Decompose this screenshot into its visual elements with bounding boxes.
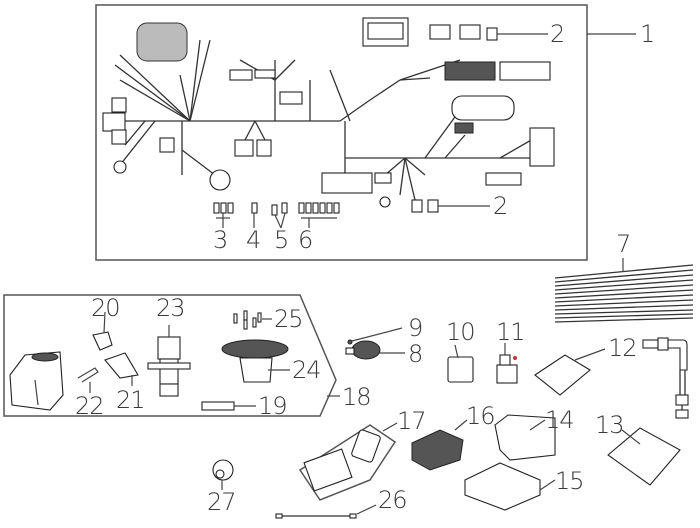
switch-knob[interactable] — [92, 311, 113, 351]
ecu[interactable] — [607, 427, 681, 486]
horn[interactable] — [345, 340, 405, 360]
callout-6: 6 — [298, 226, 313, 254]
relay-block[interactable] — [447, 344, 474, 383]
callout-2-lower: 2 — [493, 192, 508, 220]
callout-20: 20 — [91, 294, 121, 322]
callout-17: 17 — [397, 407, 427, 435]
callout-22: 22 — [75, 392, 105, 420]
callout-24: 24 — [292, 356, 322, 384]
horn-bolt[interactable] — [347, 327, 403, 345]
callout-9: 9 — [408, 314, 423, 342]
connector-single[interactable] — [251, 202, 258, 228]
callout-7: 7 — [616, 230, 631, 258]
switch-assembly-frame — [3, 294, 337, 417]
callout-5: 5 — [274, 226, 289, 254]
main-wiring-harness[interactable] — [110, 39, 541, 201]
switch-contact[interactable] — [104, 352, 139, 386]
relay-lower[interactable] — [427, 199, 439, 213]
fuse-box[interactable] — [298, 422, 398, 501]
switch-cover[interactable] — [9, 351, 64, 411]
regulator-rectifier[interactable] — [411, 419, 468, 471]
relay-upper[interactable] — [486, 27, 498, 41]
callout-14: 14 — [545, 406, 575, 434]
callout-21: 21 — [116, 386, 146, 414]
callout-8: 8 — [408, 340, 423, 368]
switch-housing[interactable] — [221, 339, 290, 383]
switch-bracket[interactable] — [201, 401, 256, 411]
callout-4: 4 — [246, 226, 261, 254]
callout-13: 13 — [595, 411, 625, 439]
switch-body[interactable] — [147, 325, 191, 397]
ground-cable[interactable] — [275, 504, 377, 519]
callout-25: 25 — [274, 305, 304, 333]
connector-set-6[interactable] — [298, 202, 340, 228]
callout-3: 3 — [213, 226, 228, 254]
callout-1: 1 — [640, 20, 655, 48]
callout-27: 27 — [207, 488, 237, 516]
callout-12: 12 — [608, 334, 638, 362]
spark-plug-lead[interactable] — [642, 337, 689, 419]
callout-16: 16 — [466, 402, 496, 430]
callout-2-upper: 2 — [550, 20, 565, 48]
callout-10: 10 — [446, 318, 476, 346]
connector-set-2[interactable] — [271, 202, 288, 229]
callout-18: 18 — [342, 383, 372, 411]
callout-19: 19 — [258, 392, 288, 420]
callout-15: 15 — [555, 467, 585, 495]
wire-bundle[interactable] — [554, 264, 694, 323]
resistor-cap[interactable] — [212, 459, 234, 490]
connector-set-3[interactable] — [213, 202, 234, 228]
harness-connectors — [102, 17, 555, 213]
starter-relay[interactable] — [496, 343, 518, 384]
harness-frame — [95, 4, 588, 261]
cdi-unit[interactable] — [534, 348, 606, 396]
callout-11: 11 — [496, 318, 526, 346]
battery-tray[interactable] — [464, 462, 556, 511]
callout-23: 23 — [156, 294, 186, 322]
battery[interactable] — [494, 414, 556, 461]
screws[interactable] — [233, 310, 272, 330]
retaining-clip[interactable] — [77, 367, 99, 393]
callout-26: 26 — [378, 486, 408, 514]
